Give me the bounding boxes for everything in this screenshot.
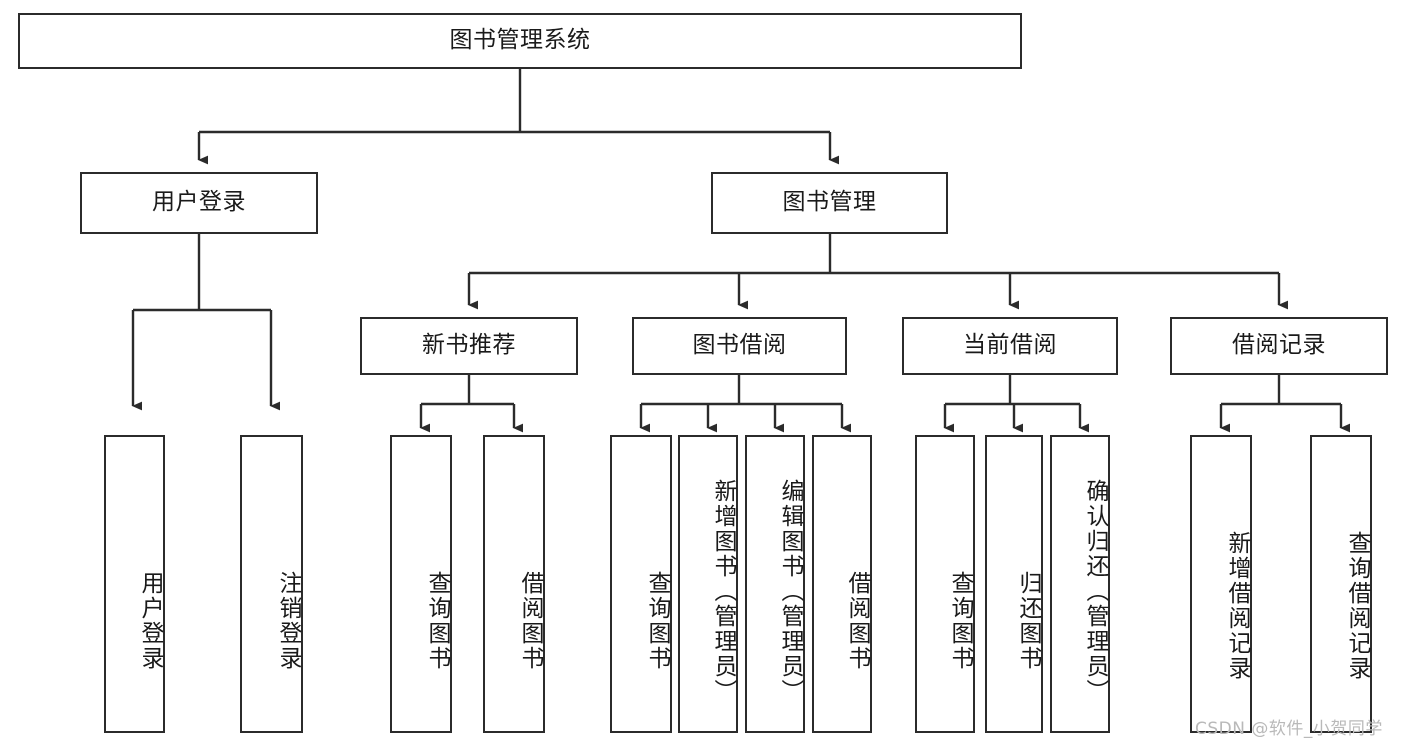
node-current-borrow[interactable]: 当前借阅	[902, 317, 1118, 375]
node-book-management[interactable]: 图书管理	[711, 172, 948, 234]
node-borrow-record[interactable]: 借阅记录	[1170, 317, 1388, 375]
csdn-watermark: CSDN @软件_小贺同学	[1195, 719, 1383, 739]
leaf-query-borrow-record[interactable]: 查询借阅记录	[1310, 435, 1372, 733]
leaf-query-book-recommend[interactable]: 查询图书	[390, 435, 452, 733]
leaf-edit-book-admin[interactable]: 编辑图书（管理员）	[745, 435, 805, 733]
leaf-borrow-book[interactable]: 借阅图书	[812, 435, 872, 733]
leaf-add-book-admin[interactable]: 新增图书（管理员）	[678, 435, 738, 733]
leaf-return-book[interactable]: 归还图书	[985, 435, 1043, 733]
leaf-query-book-borrow[interactable]: 查询图书	[610, 435, 672, 733]
leaf-add-borrow-record[interactable]: 新增借阅记录	[1190, 435, 1252, 733]
leaf-borrow-book-recommend[interactable]: 借阅图书	[483, 435, 545, 733]
leaf-logout[interactable]: 注销登录	[240, 435, 303, 733]
node-user-login[interactable]: 用户登录	[80, 172, 318, 234]
node-book-borrow[interactable]: 图书借阅	[632, 317, 847, 375]
node-new-book-recommend[interactable]: 新书推荐	[360, 317, 578, 375]
leaf-confirm-return-admin[interactable]: 确认归还（管理员）	[1050, 435, 1110, 733]
leaf-query-book-current[interactable]: 查询图书	[915, 435, 975, 733]
node-root-system[interactable]: 图书管理系统	[18, 13, 1022, 69]
leaf-user-login[interactable]: 用户登录	[104, 435, 165, 733]
